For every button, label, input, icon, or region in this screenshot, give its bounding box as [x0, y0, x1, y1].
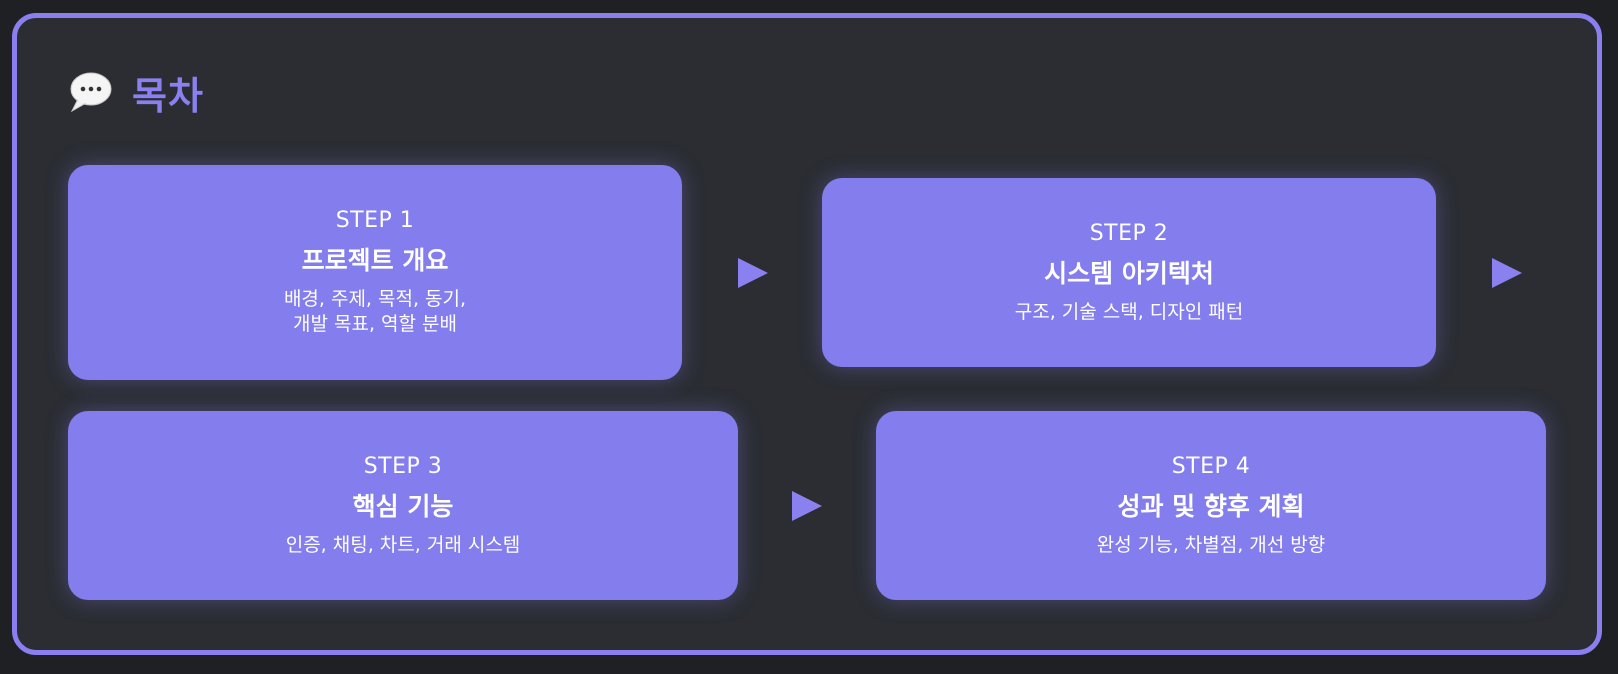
step-number: STEP 4 — [1171, 453, 1251, 479]
step-number: STEP 2 — [1089, 220, 1169, 246]
step-title: 시스템 아키텍처 — [1044, 258, 1214, 288]
arrow-right-icon — [792, 491, 822, 521]
step-card-3: STEP 3 핵심 기능 인증, 채팅, 차트, 거래 시스템 — [68, 411, 738, 600]
arrow-right-icon — [1492, 258, 1522, 288]
arrow-right-icon — [738, 258, 768, 288]
step-number: STEP 1 — [335, 208, 415, 233]
step-card-1: STEP 1 프로젝트 개요 배경, 주제, 목적, 동기, 개발 목표, 역할… — [68, 165, 682, 380]
step-number: STEP 3 — [363, 453, 443, 479]
step-title: 핵심 기능 — [352, 491, 454, 521]
step-card-2: STEP 2 시스템 아키텍처 구조, 기술 스택, 디자인 패턴 — [822, 178, 1436, 367]
page-title: 목차 — [132, 73, 204, 118]
step-description: 인증, 채팅, 차트, 거래 시스템 — [285, 533, 521, 556]
step-card-4: STEP 4 성과 및 향후 계획 완성 기능, 차별점, 개선 방향 — [876, 411, 1546, 600]
step-description: 완성 기능, 차별점, 개선 방향 — [1096, 533, 1326, 556]
toc-header: 목차 — [68, 68, 204, 118]
step-description: 배경, 주제, 목적, 동기, 개발 목표, 역할 분배 — [283, 288, 467, 335]
step-title: 프로젝트 개요 — [301, 246, 449, 275]
step-description: 구조, 기술 스택, 디자인 패턴 — [1014, 300, 1244, 323]
step-title: 성과 및 향후 계획 — [1117, 491, 1305, 521]
speech-bubble-icon — [68, 70, 112, 114]
